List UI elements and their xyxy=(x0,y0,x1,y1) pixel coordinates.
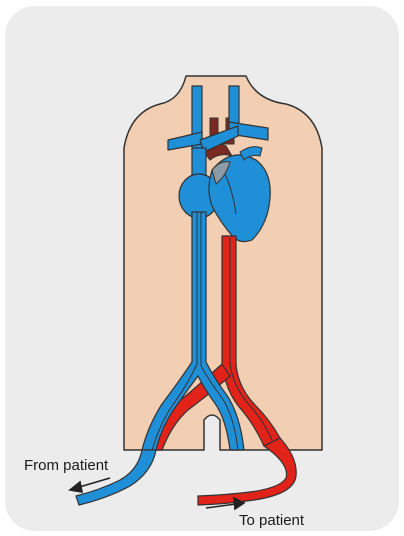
from-patient-label: From patient xyxy=(24,458,108,473)
to-patient-label: To patient xyxy=(239,513,304,528)
